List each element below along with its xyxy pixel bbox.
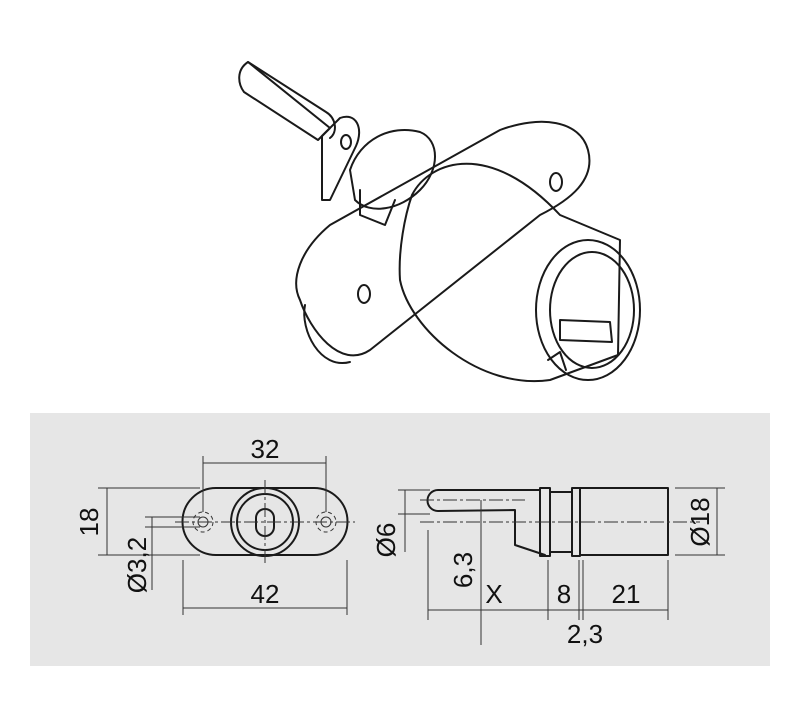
dim-18: 18 <box>74 508 104 537</box>
dim-x: X <box>485 579 502 609</box>
front-view <box>98 456 355 615</box>
dimension-panel <box>30 413 770 666</box>
dim-2-3: 2,3 <box>567 619 603 649</box>
dim-42: 42 <box>251 579 280 609</box>
side-view <box>398 487 725 645</box>
dim-32: 32 <box>251 434 280 464</box>
dim-pin-diameter: Ø6 <box>371 523 401 558</box>
dim-6-3: 6,3 <box>448 552 478 588</box>
isometric-lock-view <box>238 61 641 383</box>
dim-hole-diameter: Ø3,2 <box>122 537 152 593</box>
dim-21: 21 <box>612 579 641 609</box>
dim-8: 8 <box>557 579 571 609</box>
dim-body-diameter: Ø18 <box>685 497 715 546</box>
